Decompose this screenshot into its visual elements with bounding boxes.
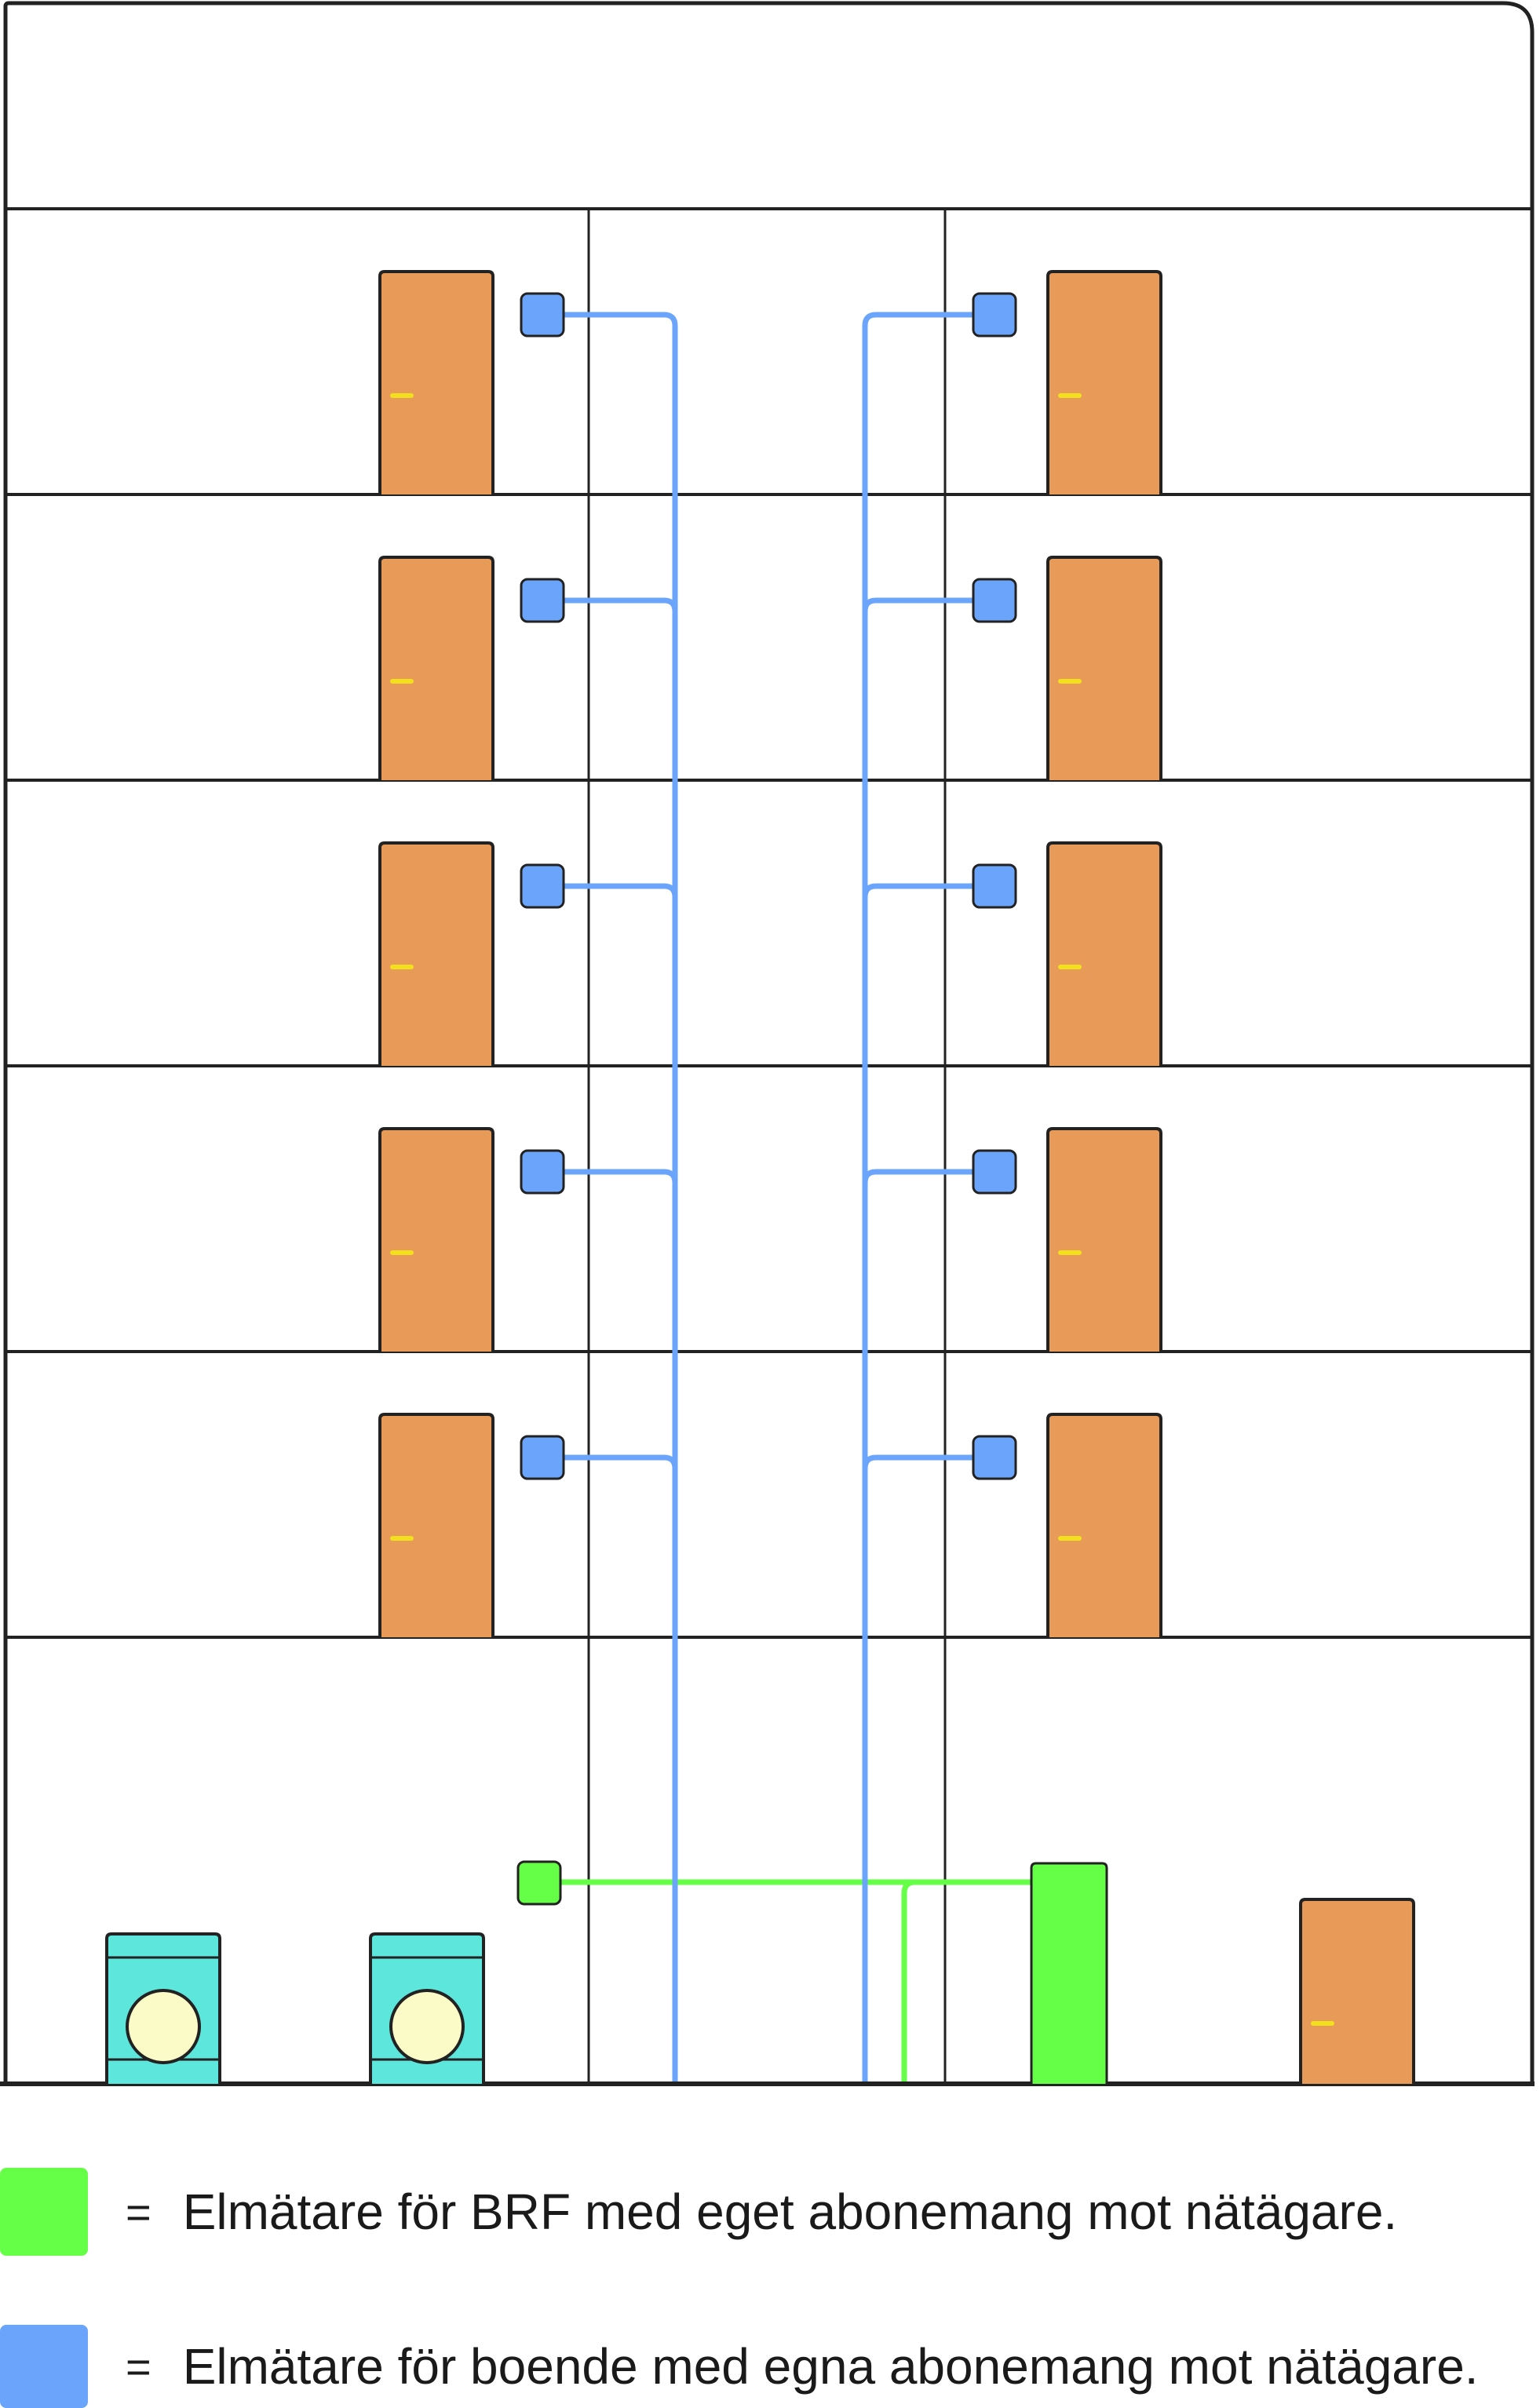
- resident-meter-icon: [520, 578, 565, 623]
- legend-equals: =: [126, 2187, 151, 2237]
- resident-meter-icon: [520, 1435, 565, 1480]
- resident-cable: [862, 597, 977, 612]
- door-icon: [1299, 1898, 1415, 2084]
- door-icon: [378, 1127, 494, 1352]
- door-panel: [378, 1127, 494, 1352]
- resident-cable: [559, 597, 678, 612]
- door-panel: [1046, 1127, 1162, 1352]
- door-panel: [1046, 841, 1162, 1066]
- resident-meter-icon: [520, 863, 565, 909]
- legend-text-resident: Elmätare för boende med egna abonemang m…: [182, 2338, 1479, 2395]
- legend-item-brf: = Elmätare för BRF med eget abonemang mo…: [0, 2168, 1397, 2256]
- washer-window: [126, 1989, 201, 2064]
- door-panel: [1046, 1413, 1162, 1637]
- door-panel: [378, 841, 494, 1066]
- resident-cable: [559, 883, 678, 898]
- resident-cable: [559, 1169, 678, 1184]
- resident-meter-icon: [972, 292, 1017, 337]
- door-icon: [378, 841, 494, 1066]
- building-diagram: [0, 1, 1535, 2086]
- door-panel: [1299, 1898, 1415, 2084]
- door-icon: [378, 556, 494, 780]
- resident-meter-icon: [972, 863, 1017, 909]
- washer-window: [389, 1989, 465, 2064]
- resident-cable: [559, 312, 678, 327]
- door-panel: [1046, 556, 1162, 780]
- door-panel: [1046, 270, 1162, 494]
- door-icon: [1046, 1413, 1162, 1637]
- door-panel: [378, 270, 494, 494]
- resident-cable: [862, 883, 977, 898]
- door-panel: [378, 1413, 494, 1637]
- resident-meter-icon: [972, 1149, 1017, 1195]
- door-icon: [378, 270, 494, 494]
- door-icon: [378, 1413, 494, 1637]
- building-outline: [3, 1, 1535, 2084]
- resident-meter-icon: [520, 1149, 565, 1195]
- resident-cable: [862, 1169, 977, 1184]
- door-icon: [1046, 1127, 1162, 1352]
- legend-equals: =: [126, 2341, 151, 2392]
- brf-main-meter-icon: [1030, 1862, 1108, 2084]
- brf-meter-icon: [516, 1860, 562, 1906]
- legend-swatch-brf: [0, 2168, 88, 2256]
- legend-item-resident: = Elmätare för boende med egna abonemang…: [0, 2325, 1479, 2408]
- legend-swatch-resident: [0, 2325, 88, 2408]
- washing-machine-icon: [105, 1932, 221, 2084]
- resident-cable: [862, 312, 977, 327]
- resident-meter-icon: [520, 292, 565, 337]
- brf-cable: [901, 1879, 916, 2081]
- resident-cable: [862, 1454, 977, 1469]
- door-icon: [1046, 556, 1162, 780]
- door-panel: [378, 556, 494, 780]
- washing-machine-icon: [369, 1932, 485, 2084]
- resident-meter-icon: [972, 1435, 1017, 1480]
- door-icon: [1046, 841, 1162, 1066]
- door-icon: [1046, 270, 1162, 494]
- resident-meter-icon: [972, 578, 1017, 623]
- resident-cable: [559, 1454, 678, 1469]
- legend-text-brf: Elmätare för BRF med eget abonemang mot …: [182, 2184, 1398, 2240]
